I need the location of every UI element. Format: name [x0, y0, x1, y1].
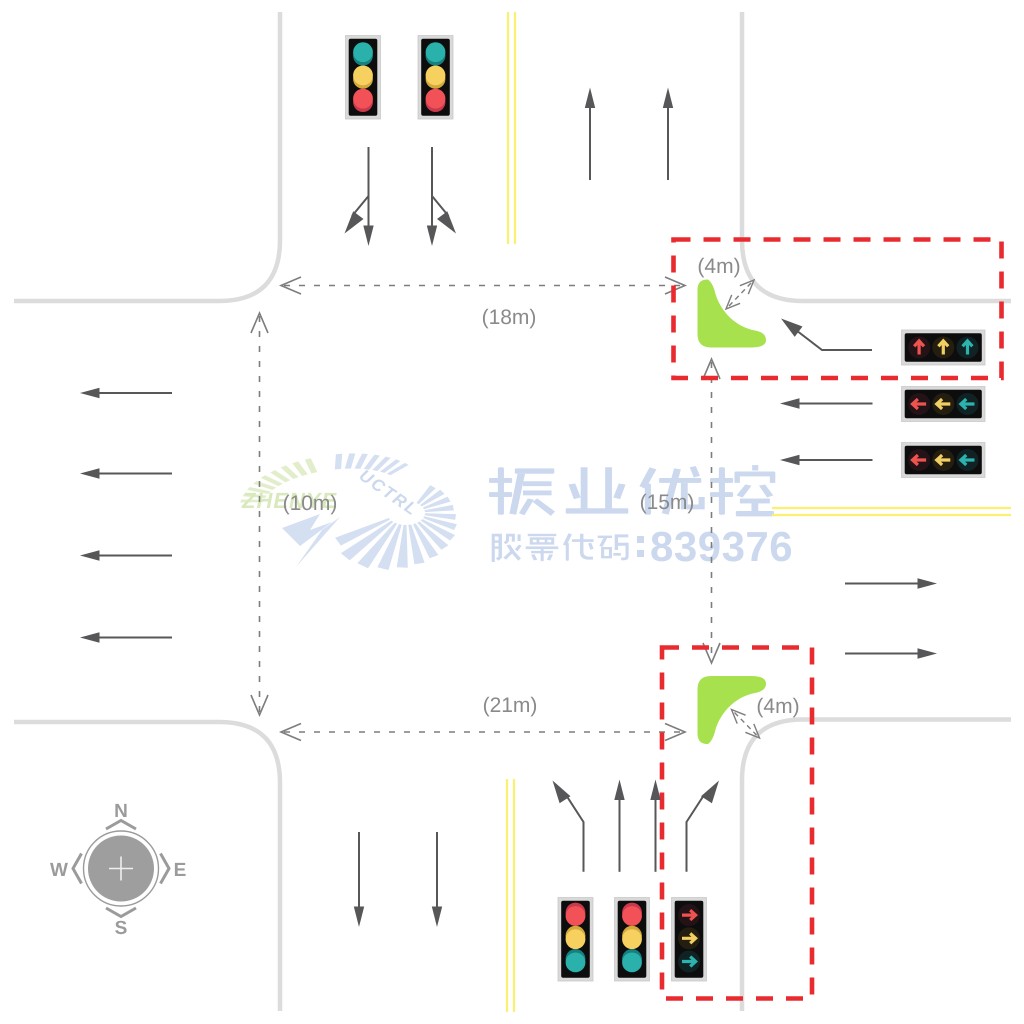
svg-text:(21m): (21m): [483, 694, 538, 717]
svg-text:N: N: [114, 801, 128, 822]
svg-text:(10m): (10m): [283, 492, 338, 515]
svg-text:ZHENYE: ZHENYE: [241, 488, 338, 513]
svg-text:(15m): (15m): [640, 491, 695, 514]
svg-text:(18m): (18m): [482, 306, 537, 329]
svg-text:W: W: [50, 860, 68, 881]
svg-text:839376: 839376: [650, 523, 793, 570]
svg-text:E: E: [174, 860, 187, 881]
svg-text:S: S: [115, 918, 128, 939]
svg-text:(4m): (4m): [697, 255, 740, 278]
svg-text:(4m): (4m): [756, 695, 799, 718]
